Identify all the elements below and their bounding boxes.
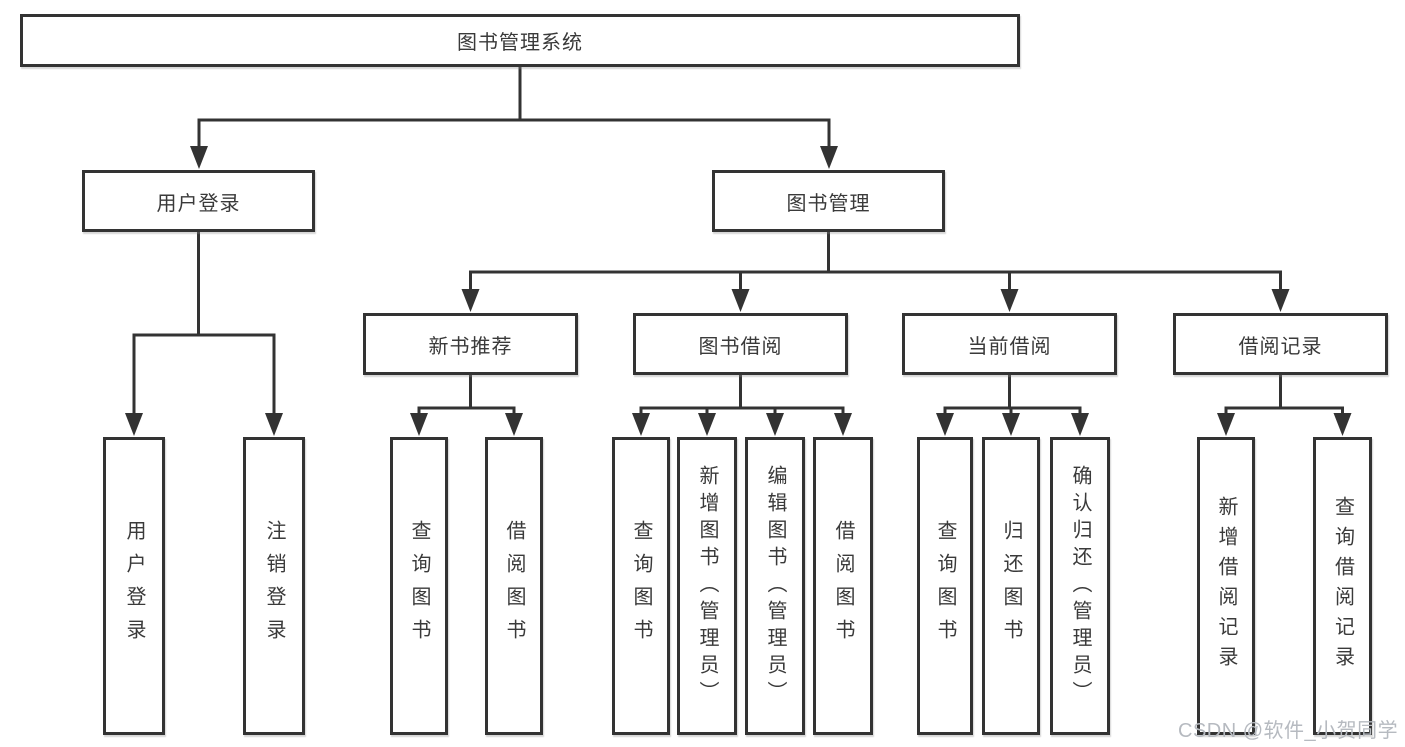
leaf-borrow-books-2: 借阅图书: [813, 437, 873, 735]
leaf-query-books-1: 查询图书: [390, 437, 448, 735]
leaf-logout-label: 注销登录: [263, 520, 285, 652]
leaf-logout: 注销登录: [243, 437, 305, 735]
node-book-borrow-label: 图书借阅: [698, 335, 783, 358]
leaf-confirm-return-admin-label: 确认归还（管理员）: [1069, 464, 1091, 708]
node-current-borrow: 当前借阅: [902, 313, 1117, 375]
leaf-query-borrow-record-label: 查询借阅记录: [1331, 496, 1354, 676]
node-new-book-recommend: 新书推荐: [363, 313, 578, 375]
leaf-query-books-3-label: 查询图书: [934, 520, 956, 652]
leaf-query-books-1-label: 查询图书: [408, 520, 430, 652]
leaf-user-login-label: 用户登录: [123, 520, 145, 652]
node-new-book-recommend-label: 新书推荐: [428, 335, 513, 358]
leaf-edit-books-admin-label: 编辑图书（管理员）: [764, 464, 786, 708]
leaf-query-books-3: 查询图书: [917, 437, 973, 735]
node-library-system: 图书管理系统: [20, 14, 1020, 67]
node-library-system-label: 图书管理系统: [457, 32, 583, 54]
node-book-management-label: 图书管理: [786, 192, 871, 215]
arrowhead-icons: [125, 146, 1352, 436]
leaf-user-login: 用户登录: [103, 437, 165, 735]
node-user-login-branch: 用户登录: [82, 170, 315, 232]
node-borrow-records: 借阅记录: [1173, 313, 1388, 375]
csdn-watermark: CSDN @软件_小贺同学: [1178, 720, 1399, 742]
node-current-borrow-label: 当前借阅: [967, 335, 1052, 358]
leaf-add-borrow-record-label: 新增借阅记录: [1215, 496, 1237, 676]
leaf-add-books-admin-label: 新增图书（管理员）: [696, 464, 718, 708]
leaf-borrow-books-2-label: 借阅图书: [832, 520, 854, 652]
node-book-management-branch: 图书管理: [712, 170, 945, 232]
leaf-return-books-label: 归还图书: [1000, 520, 1022, 652]
leaf-edit-books-admin: 编辑图书（管理员）: [745, 437, 805, 735]
leaf-add-borrow-record: 新增借阅记录: [1197, 437, 1255, 735]
leaf-borrow-books-1: 借阅图书: [485, 437, 543, 735]
node-borrow-records-label: 借阅记录: [1238, 335, 1323, 358]
leaf-query-books-2: 查询图书: [612, 437, 670, 735]
leaf-query-books-2-label: 查询图书: [630, 520, 652, 652]
node-user-login-label: 用户登录: [156, 192, 241, 215]
node-book-borrow: 图书借阅: [633, 313, 848, 375]
leaf-borrow-books-1-label: 借阅图书: [503, 520, 525, 652]
leaf-add-books-admin: 新增图书（管理员）: [677, 437, 737, 735]
leaf-query-borrow-record: 查询借阅记录: [1313, 437, 1372, 735]
leaf-confirm-return-admin: 确认归还（管理员）: [1050, 437, 1110, 735]
leaf-return-books: 归还图书: [982, 437, 1040, 735]
